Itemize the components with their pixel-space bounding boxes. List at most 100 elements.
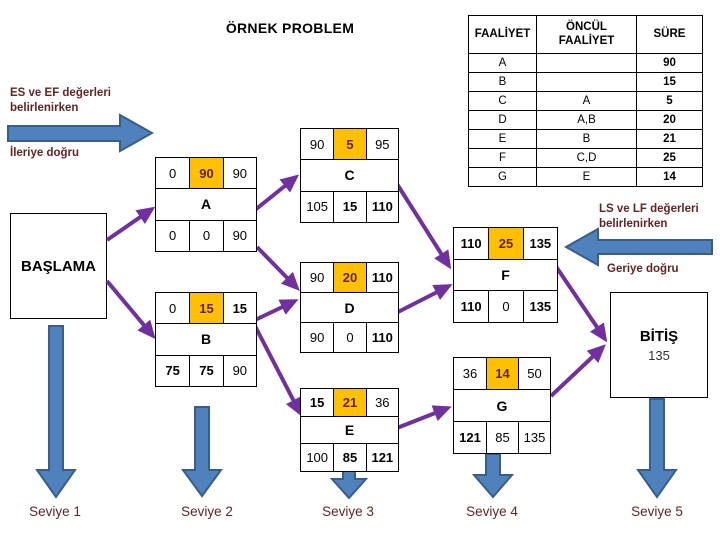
duration-cell-B: 15 [636,72,703,92]
node-B-duration-cell: 15 [189,293,223,324]
node-E-ef-cell: 36 [365,389,398,416]
level-3-arrow [329,469,369,500]
node-letter-C: C [301,160,398,192]
start-box: BAŞLAMA [10,213,107,319]
forward-direction-label: İleriye doğru [10,147,80,159]
activity-cell-A: A [468,53,537,73]
connector-g-to-finish [549,344,606,398]
node-C-duration-cell: 5 [333,129,366,160]
level-label-4: Seviye 4 [466,504,518,519]
activity-cell-B: B [468,72,537,92]
node-F-lf-cell: 135 [522,291,557,323]
node-F-ef-cell: 135 [522,228,557,259]
node-G-ef-cell: 50 [518,358,550,389]
node-C-lf-cell: 110 [365,191,398,222]
predecessor-cell-C: A [536,91,637,111]
activity-cell-D: D [468,110,537,130]
connector-a-to-d [255,245,300,291]
activity-cell-E: E [468,129,537,149]
node-D-es-cell: 90 [309,270,325,285]
node-letter-F: F [454,260,557,292]
level-label-3: Seviye 3 [322,504,374,519]
col-header-activity: FAALİYET [468,15,537,54]
node-F-es-cell: 110 [460,235,482,251]
predecessor-cell-E: B [536,129,637,149]
node-E-duration-cell: 21 [333,389,366,416]
node-B-ef-cell: 15 [222,293,256,324]
node-F-slack-cell: 0 [488,291,522,323]
col-header-duration: SÜRE [636,15,703,54]
node-E-ls-cell: 100 [306,450,329,466]
node-C-slack-cell: 15 [333,191,365,222]
connector-b-to-e [253,325,302,417]
node-letter-E: E [301,417,398,445]
node-B-ls-cell: 75 [165,363,180,379]
activity-cell-G: G [468,167,537,187]
level-1-arrow [35,325,77,499]
node-D-ls-cell: 90 [309,330,325,345]
node-E-lf-cell: 121 [365,444,398,472]
table-row-B: B 15 [468,72,703,92]
node-E-es-cell: 15 [309,394,325,410]
node-letter-D: D [301,293,398,323]
node-B-es-cell: 0 [169,300,177,316]
forward-note: ES ve EF değerleri belirlenirken [10,86,170,116]
node-C-ef-cell: 95 [365,129,398,160]
backward-note-line1: LS ve LF değerleri [599,203,699,215]
duration-cell-F: 25 [636,148,703,168]
predecessor-cell-F: C,D [536,148,637,168]
activity-cell-F: F [468,148,537,168]
node-G-duration-cell: 14 [486,358,518,389]
level-label-2: Seviye 2 [181,504,233,519]
node-F-duration-cell: 25 [488,228,523,259]
page-title: ÖRNEK PROBLEM [225,20,355,36]
predecessor-cell-D: A,B [536,110,637,130]
node-A-es-cell: 0 [169,165,177,181]
node-B-slack-cell: 75 [189,355,222,386]
node-D-duration-cell: 20 [333,263,366,292]
node-G-slack-cell: 85 [486,422,518,453]
predecessor-cell-G: E [536,167,637,187]
node-B-lf-cell: 90 [222,355,256,386]
level-4-arrow [471,453,515,499]
node-G-ls-cell: 121 [459,430,481,445]
backward-note-line2: belirlenirken [599,217,668,230]
backward-note: LS ve LF değerleri belirlenirken [599,202,719,232]
node-D-slack-cell: 0 [333,323,365,352]
connector-e-to-g [396,405,452,430]
col-header-predecessor: ÖNCÜL FAALİYET [536,15,637,54]
node-E-slack-cell: 85 [333,444,365,472]
duration-cell-C: 5 [636,91,703,111]
duration-cell-D: 20 [636,110,703,130]
connector-start-to-a [105,206,156,242]
duration-cell-E: 21 [636,129,703,149]
node-C-es-cell: 90 [309,136,325,152]
backward-arrow [563,227,713,267]
finish-box-value: 135 [648,347,670,363]
start-box-label: BAŞLAMA [21,257,96,275]
predecessor-cell-B [536,72,637,92]
forward-note-line2: belirlenirken [10,101,79,114]
duration-cell-G: 14 [636,167,703,187]
node-F-ls-cell: 110 [460,299,482,315]
node-letter-A: A [156,189,256,221]
finish-box: BİTİŞ 135 [610,292,708,398]
